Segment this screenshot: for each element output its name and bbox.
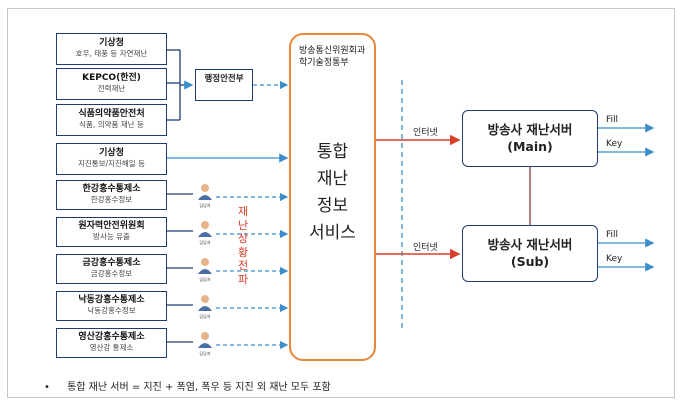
source-name: 기상청: [99, 38, 124, 48]
source-desc: 금강홍수정보: [90, 269, 133, 278]
source-mfds: 식품의약품안전처 식품, 의약품 재난 등: [56, 104, 167, 136]
internet-label-sub: 인터넷: [413, 243, 438, 253]
disaster-relay-vertical-label: 재 난 상 황 전 파: [237, 205, 249, 286]
fill-label-main: Fill: [606, 115, 619, 125]
sub-server-box: 방송사 재난서버 (Sub): [462, 225, 598, 282]
source-name: 금강홍수통제소: [82, 258, 141, 268]
source-desc: 식품, 의약품 재난 등: [79, 120, 144, 129]
bracket-connector: [167, 49, 194, 121]
svg-text:담당자: 담당자: [199, 276, 210, 282]
integrated-disaster-service-box: 방송통신위원회과학기술정통부 통합 재난 정보 서비스: [289, 33, 376, 361]
source-desc: 지진통보/지진해일 등: [77, 159, 145, 168]
source-desc: 영산강 통제소: [89, 343, 134, 352]
person-icon: 담당자: [198, 258, 212, 282]
source-name: 기상청: [99, 148, 124, 158]
source-desc: 낙동강홍수정보: [87, 306, 136, 315]
source-geum-flood: 금강홍수통제소 금강홍수정보: [56, 254, 167, 284]
source-desc: 방사능 유출: [93, 232, 130, 241]
source-name: 낙동강홍수통제소: [78, 295, 145, 305]
person-icon: 담당자: [198, 221, 212, 245]
footnote: • 통합 재난 서버 = 지진 + 폭염, 폭우 등 지진 외 재난 모두 포함: [44, 378, 331, 393]
svg-text:담당자: 담당자: [199, 350, 210, 356]
key-label-main: Key: [606, 139, 623, 149]
bullet-icon: •: [44, 382, 50, 393]
svg-text:담당자: 담당자: [199, 313, 210, 319]
source-desc: 한강홍수정보: [90, 195, 133, 204]
source-name: 식품의약품안전처: [78, 109, 145, 119]
source-kepco: KEPCO(한전) 전력재난: [56, 68, 167, 100]
source-han-flood: 한강홍수통제소 한강홍수정보: [56, 180, 167, 210]
svg-text:담당자: 담당자: [199, 239, 210, 245]
source-name: 영산강홍수통제소: [78, 332, 145, 342]
center-service-label: 통합 재난 정보 서비스: [309, 142, 356, 243]
source-name: 원자력안전위원회: [78, 221, 145, 231]
source-desc: 전력재난: [97, 84, 126, 93]
server-title: 방송사 재난서버: [487, 122, 573, 137]
source-nssc: 원자력안전위원회 방사능 유출: [56, 217, 167, 247]
source-kma-quake: 기상청 지진통보/지진해일 등: [56, 143, 167, 175]
mois-box: 행정안전부: [195, 69, 253, 101]
center-org-label: 방송통신위원회과학기술정통부: [299, 46, 366, 68]
person-icon: 담당자: [198, 295, 212, 319]
source-yeongsan-flood: 영산강홍수통제소 영산강 통제소: [56, 328, 167, 358]
main-server-box: 방송사 재난서버 (Main): [462, 110, 598, 167]
output-arrows: [598, 123, 655, 272]
footnote-text: 통합 재난 서버 = 지진 + 폭염, 폭우 등 지진 외 재난 모두 포함: [67, 382, 331, 393]
source-desc: 호우, 태풍 등 자연재난: [75, 49, 148, 58]
person-icon: 담당자: [198, 332, 212, 356]
fill-label-sub: Fill: [606, 230, 619, 240]
svg-text:담당자: 담당자: [199, 202, 210, 208]
internet-label-main: 인터넷: [413, 128, 438, 138]
person-dashed-arrows: [216, 192, 289, 350]
source-name: KEPCO(한전): [82, 73, 141, 83]
key-label-sub: Key: [606, 254, 623, 264]
server-sub: (Main): [507, 139, 553, 154]
source-name: 한강홍수통제소: [82, 184, 141, 194]
server-sub: (Sub): [510, 254, 550, 269]
server-title: 방송사 재난서버: [487, 237, 573, 252]
person-icon: 담당자: [198, 184, 212, 208]
source-nakdong-flood: 낙동강홍수통제소 낙동강홍수정보: [56, 291, 167, 321]
source-kma: 기상청 호우, 태풍 등 자연재난: [56, 33, 167, 65]
source-person-lines: [167, 193, 193, 343]
